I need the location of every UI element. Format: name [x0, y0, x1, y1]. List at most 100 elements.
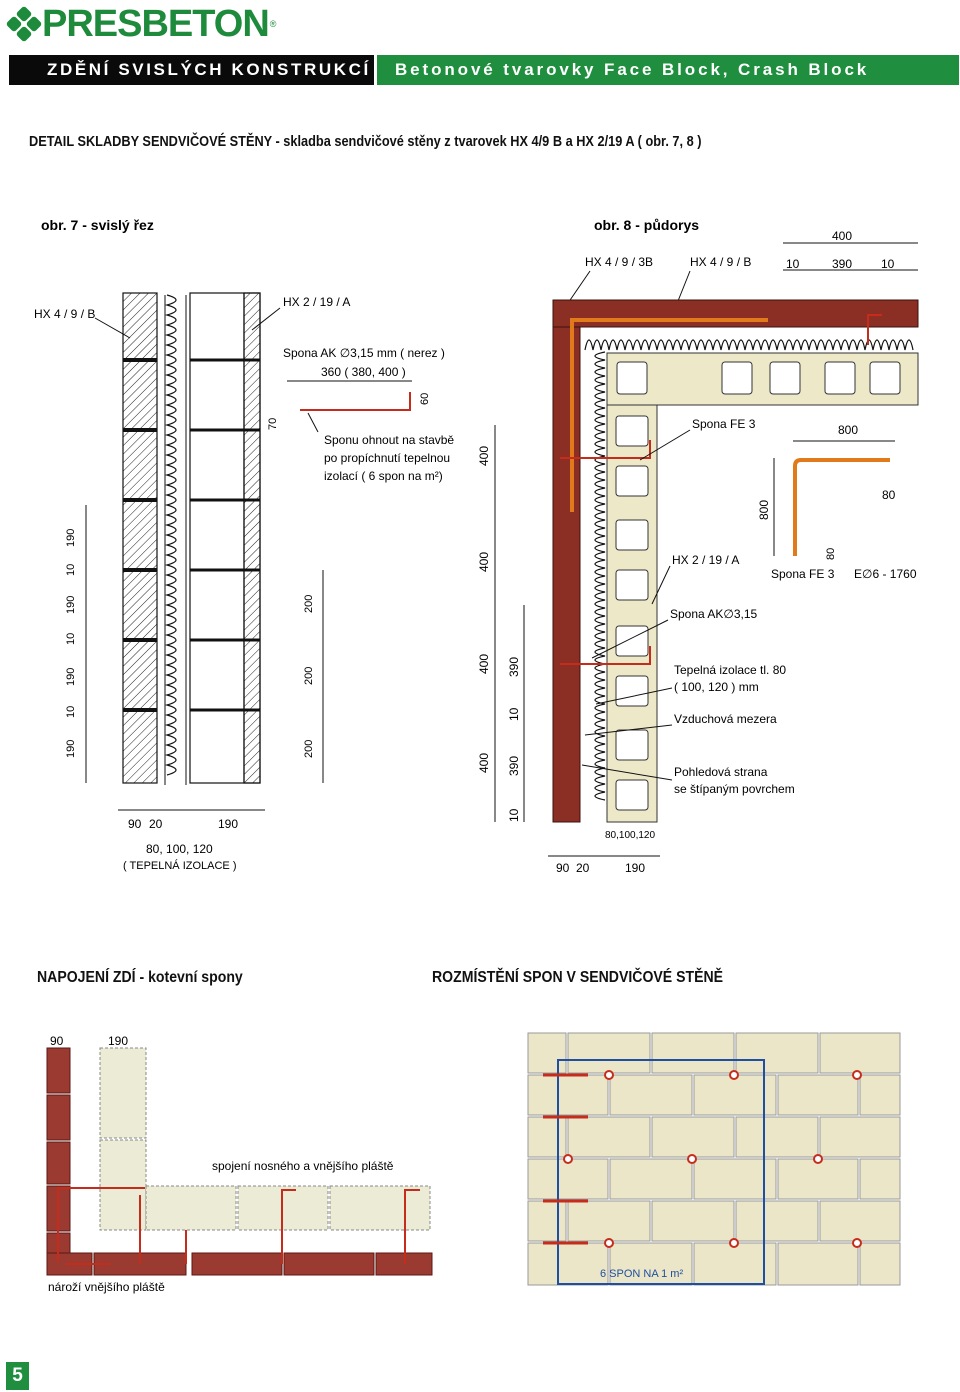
fig8-spona-fe3b: Spona FE 3 [771, 567, 835, 581]
fig8-top-dim: 10 [786, 257, 800, 271]
page-heading: DETAIL SKLADBY SENDVIČOVÉ STĚNY - skladb… [29, 134, 701, 150]
fig8-bottom-dim: 90 [556, 861, 570, 875]
banner-right-text: Betonové tvarovky Face Block, Crash Bloc… [395, 60, 870, 79]
presbeton-logo: PRESBETON ® [6, 3, 276, 45]
figures-7-8: obr. 7 - svislý řez HX 4 / 9 / B HX 2 [34, 217, 919, 875]
junction-joint-label: spojení nosného a vnějšího pláště [212, 1159, 394, 1173]
fig7-left-dim: 190 [65, 668, 77, 686]
fig8-bottom-dim: 190 [625, 861, 645, 875]
fig8-bottom-dims: 90 20 190 80,100,120 [548, 830, 660, 875]
section-title-right: ROZMÍSTĚNÍ SPON V SENDVIČOVÉ STĚNĚ [432, 969, 724, 986]
junction-corner-label: nároží vnějšího pláště [48, 1280, 165, 1294]
section-title-left: NAPOJENÍ ZDÍ - kotevní spony [37, 969, 243, 986]
fig8-spona-ak: Spona AK∅3,15 [670, 607, 758, 621]
fig7-label-hx49b: HX 4 / 9 / B [34, 307, 95, 321]
fig8-red-anchors [560, 314, 882, 665]
fig7-dim-60: 60 [419, 393, 431, 405]
fig8-insulation-2: ( 100, 120 ) mm [674, 680, 759, 694]
masonry-wall [527, 1032, 901, 1286]
fig8-dim-80b: 80 [825, 548, 837, 560]
wall-junction-diagram: 90 190 spojení nosného a vnějšího pláště… [46, 1034, 433, 1294]
fig8-spona-fe3: Spona FE 3 [692, 417, 756, 431]
fig8-fe3-detail: 800 800 80 80 Spona FE 3 E∅6 - 1760 [757, 423, 917, 581]
junction-anchors [57, 1187, 420, 1265]
fig8-label-hx49b: HX 4 / 9 / B [690, 255, 751, 269]
heading-bold: DETAIL SKLADBY SENDVIČOVÉ STĚNY [29, 134, 272, 150]
banner-left-text: ZDĚNÍ SVISLÝCH KONSTRUKCÍ [47, 60, 371, 79]
anchor-layout-diagram: 6 SPON NA 1 m² [527, 1032, 901, 1286]
fig8-dim-80a: 80 [882, 488, 896, 502]
logo-text: PRESBETON [42, 3, 270, 45]
fig7-anchor [300, 392, 411, 411]
fig8-top-dim: 10 [881, 257, 895, 271]
anchor-marks [543, 1073, 588, 1245]
fig8-bottom-dim: 20 [576, 861, 590, 875]
fig8-vert-dim-b: 390 [507, 756, 521, 776]
fig8-insulation-top [584, 339, 914, 351]
registered-mark: ® [269, 19, 277, 29]
anchor-points [563, 1070, 862, 1248]
fig8-vert-dim-b: 10 [507, 808, 521, 822]
fig7-left-dim: 10 [65, 633, 77, 645]
one-m2-frame [557, 1059, 765, 1285]
fig7-insul-dim: 80, 100, 120 [146, 842, 213, 856]
fig7-bottom-dim: 20 [149, 817, 163, 831]
fig7-spona-label: Spona AK ∅3,15 mm ( nerez ) [283, 346, 445, 360]
fig8-insul-dim: 80,100,120 [605, 830, 655, 841]
fig7-dim-70: 70 [267, 418, 279, 430]
fig8-dim-400: 400 [832, 229, 852, 243]
junction-block-column [99, 1047, 147, 1231]
fig7-left-dims: 190 10 190 10 190 10 190 [65, 505, 87, 783]
fig8-e-label: E∅6 - 1760 [854, 567, 917, 581]
fig8-vert-dim-b: 10 [507, 707, 521, 721]
fig7-inner-leaf [189, 292, 261, 784]
fig8-dim-800b: 800 [757, 500, 771, 520]
fig8-top-dim: 390 [832, 257, 852, 271]
fig8-dim-800a: 800 [838, 423, 858, 437]
fig7-left-dim: 190 [65, 596, 77, 614]
fig8-air-gap: Vzduchová mezera [674, 712, 777, 726]
fig8-vert-dim-a: 400 [477, 654, 491, 674]
fig8-vert-dim-a: 400 [477, 446, 491, 466]
fig8-vert-dim-b: 390 [507, 657, 521, 677]
fig7-title: obr. 7 - svislý řez [41, 217, 154, 233]
fig8-face-2: se štípaným povrchem [674, 782, 795, 796]
logo-clover-icon [6, 6, 42, 42]
fig7-left-dim: 190 [65, 529, 77, 547]
fig7-label-hx219a: HX 2 / 19 / A [283, 295, 350, 309]
fig7-outer-leaf [122, 292, 158, 784]
fig7-bottom-dim: 190 [218, 817, 238, 831]
fig8-vert-dims: 400 400 400 400 390 10 390 10 [477, 425, 525, 822]
fig8-label-hx493b: HX 4 / 9 / 3B [585, 255, 653, 269]
fig7-right-dims: 200 200 200 [303, 570, 324, 783]
fig7-spona-dim: 360 ( 380, 400 ) [321, 365, 406, 379]
fig8-top-dims: 400 10 390 10 [783, 229, 918, 271]
fig7-bottom-dim: 90 [128, 817, 142, 831]
fig8-brick-leaf [552, 299, 919, 823]
fig8-anchor-fe3 [570, 318, 768, 512]
anchor-density-note: 6 SPON NA 1 m² [600, 1268, 683, 1280]
fig7-note-1: Sponu ohnout na stavbě [324, 433, 454, 447]
fig8-hx219a: HX 2 / 19 / A [672, 553, 739, 567]
fig7-note-2: po propíchnutí tepelnou [324, 451, 450, 465]
fig8-insulation-1: Tepelná izolace tl. 80 [674, 663, 786, 677]
fig8-vert-dim-a: 400 [477, 753, 491, 773]
fig7-note-3: izolací ( 6 spon na m²) [324, 469, 443, 483]
fig7-right-dim: 200 [303, 667, 315, 685]
page-number: 5 [6, 1362, 29, 1390]
fig7-left-dim: 10 [65, 564, 77, 576]
fig7-left-dim: 10 [65, 706, 77, 718]
banner-right: Betonové tvarovky Face Block, Crash Bloc… [377, 55, 959, 85]
banner-left: ZDĚNÍ SVISLÝCH KONSTRUKCÍ [9, 55, 374, 85]
junction-block-row [145, 1185, 431, 1231]
fig7-left-dim: 190 [65, 740, 77, 758]
fig8-inner-blocks [606, 352, 919, 823]
fig8-title: obr. 8 - půdorys [594, 217, 699, 233]
fig8-vert-dim-a: 400 [477, 552, 491, 572]
fig8-face-1: Pohledová strana [674, 765, 768, 779]
heading-rest: - skladba sendvičové stěny z tvarovek HX… [271, 134, 702, 150]
fig8-insulation-left [594, 351, 606, 801]
fig7-insul-label: ( TEPELNÁ IZOLACE ) [123, 859, 237, 872]
fig7-bottom-dims: 90 20 190 80, 100, 120 ( TEPELNÁ IZOLACE… [118, 809, 265, 872]
fig7-insulation [164, 294, 177, 776]
